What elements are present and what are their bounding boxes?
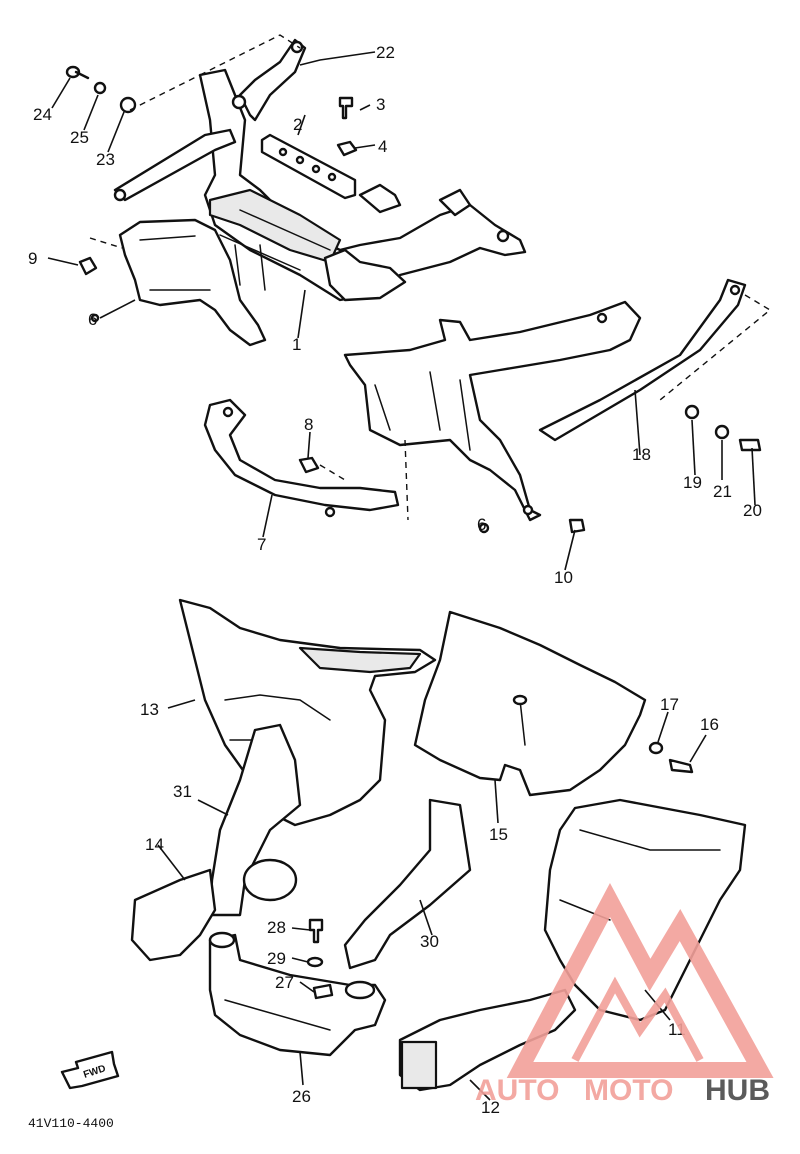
label-part-30: 30 xyxy=(420,932,439,951)
label-part-25: 25 xyxy=(70,128,89,147)
label-part-16: 16 xyxy=(700,715,719,734)
label-part-8: 8 xyxy=(304,415,313,434)
curved-bracket xyxy=(203,398,400,518)
left-stay xyxy=(118,218,267,347)
automotohub-logo: AUTO MOTO HUB xyxy=(475,882,774,1107)
label-part-31: 31 xyxy=(173,782,192,801)
fwd-arrow-icon: FWD xyxy=(60,1050,120,1090)
label-part-10: 10 xyxy=(554,568,573,587)
frame-rail xyxy=(538,278,747,442)
label-part-29: 29 xyxy=(267,949,286,968)
label-part-23: 23 xyxy=(96,150,115,169)
logo-word-auto: AUTO xyxy=(475,1074,559,1107)
label-part-2: 2 xyxy=(293,115,302,134)
label-part-19: 19 xyxy=(683,473,702,492)
label-part-17: 17 xyxy=(660,695,679,714)
label-part-18: 18 xyxy=(632,445,651,464)
hardware-27-29 xyxy=(306,918,334,1000)
logo-word-hub: HUB xyxy=(705,1074,770,1107)
label-part-7: 7 xyxy=(257,535,266,554)
air-duct-30 xyxy=(343,798,472,970)
diagram-code: 41V110-4400 xyxy=(28,1116,114,1131)
side-cover-13 xyxy=(178,598,437,827)
side-duct-11 xyxy=(543,798,747,1022)
label-part-13: 13 xyxy=(140,700,159,719)
duct-12 xyxy=(398,988,577,1092)
fasteners xyxy=(65,65,762,534)
cap xyxy=(242,858,298,902)
label-part-24: 24 xyxy=(33,105,52,124)
label-part-14: 14 xyxy=(145,835,164,854)
label-part-15: 15 xyxy=(489,825,508,844)
rear-frame xyxy=(343,300,642,522)
label-part-6-lower: 6 xyxy=(477,515,486,534)
label-part-3: 3 xyxy=(376,95,385,114)
label-part-1: 1 xyxy=(292,335,301,354)
label-part-22: 22 xyxy=(376,43,395,62)
stay-arm-22 xyxy=(113,128,237,202)
label-part-26: 26 xyxy=(292,1087,311,1106)
cover-panel-15 xyxy=(413,610,647,797)
main-frame xyxy=(198,38,527,302)
label-part-27: 27 xyxy=(275,973,294,992)
label-part-20: 20 xyxy=(743,501,762,520)
label-part-4: 4 xyxy=(378,137,387,156)
label-part-12: 12 xyxy=(481,1098,500,1117)
bolt-plate xyxy=(260,133,357,200)
label-part-21: 21 xyxy=(713,482,732,501)
washer-17 xyxy=(648,741,664,755)
airbox-26 xyxy=(208,931,387,1057)
part-numbers: 1 2 3 4 6 6 7 8 9 10 11 12 13 14 15 16 1… xyxy=(28,43,762,1117)
duct-end-14 xyxy=(130,868,217,962)
air-duct-31 xyxy=(208,723,302,917)
label-part-9: 9 xyxy=(28,249,37,268)
logo-word-moto: MOTO xyxy=(584,1074,673,1107)
label-part-6-upper: 6 xyxy=(88,310,97,329)
bolt-16 xyxy=(668,758,694,774)
label-part-28: 28 xyxy=(267,918,286,937)
